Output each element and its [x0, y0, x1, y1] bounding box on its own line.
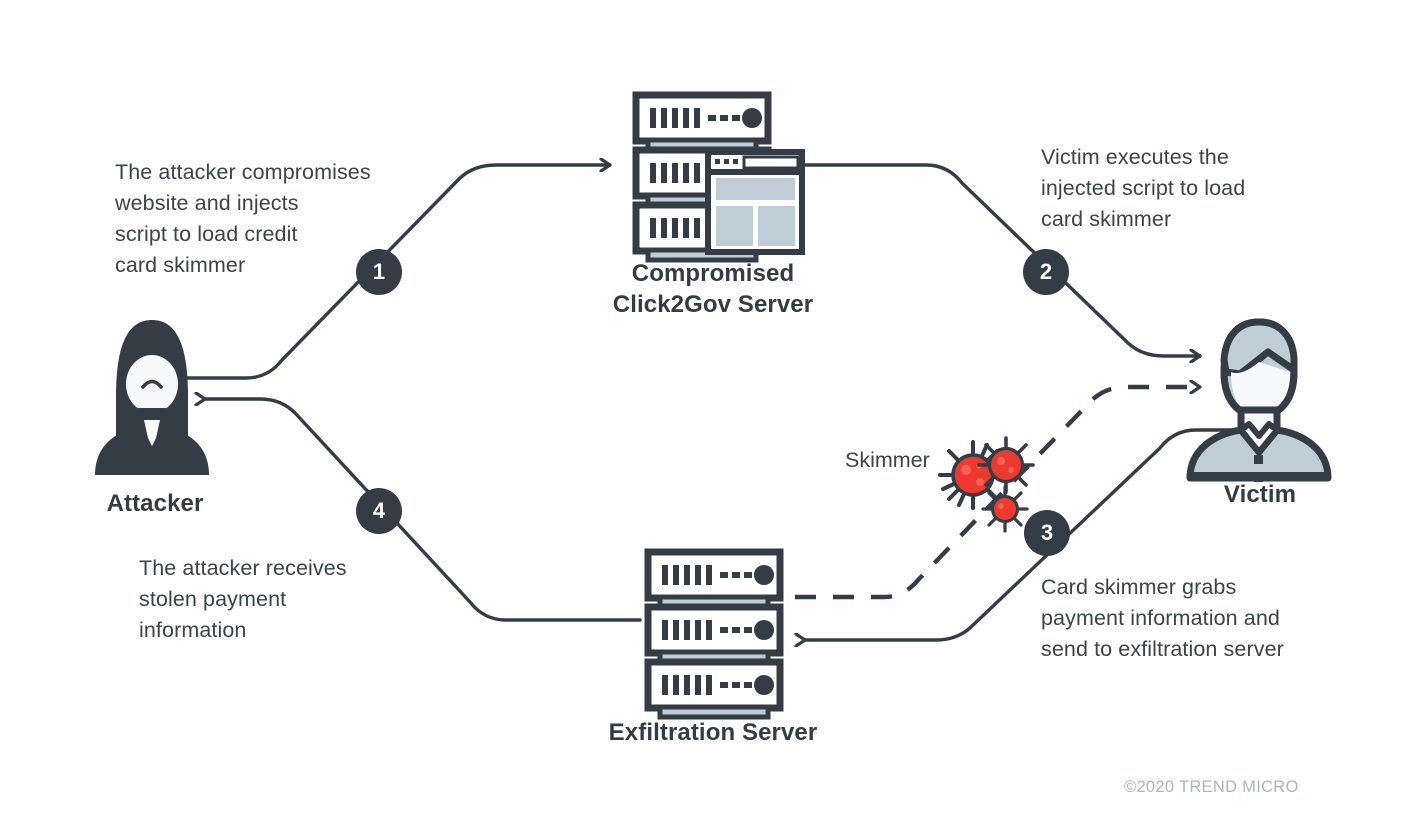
- copyright-notice: ©2020 TREND MICRO: [1124, 778, 1299, 796]
- attacker-person-icon: [95, 320, 209, 475]
- virus-particles-icon: [938, 436, 1035, 533]
- step-badge-2[interactable]: 2: [1023, 249, 1069, 295]
- node-label-skimmer: Skimmer: [845, 448, 930, 472]
- node-label-compromised-server: Compromised Click2Gov Server: [612, 260, 814, 318]
- node-label-victim: Victim: [1223, 481, 1297, 508]
- step-badge-3[interactable]: 3: [1024, 510, 1070, 556]
- victim-person-icon: [1186, 318, 1332, 482]
- step-description-2: Victim executes the injected script to l…: [1041, 145, 1246, 231]
- step-description-4: The attacker receives stolen payment inf…: [139, 556, 347, 642]
- step-description-1: The attacker compromises website and inj…: [115, 160, 371, 277]
- node-label-exfiltration-server: Exfiltration Server: [608, 719, 818, 746]
- server-rack-with-browser-icon: [632, 91, 805, 263]
- server-rack-icon: [644, 548, 784, 720]
- step-description-3: Card skimmer grabs payment information a…: [1041, 575, 1284, 661]
- step-badge-4[interactable]: 4: [356, 488, 402, 534]
- step-badge-1[interactable]: 1: [356, 249, 402, 295]
- node-label-attacker: Attacker: [106, 490, 204, 517]
